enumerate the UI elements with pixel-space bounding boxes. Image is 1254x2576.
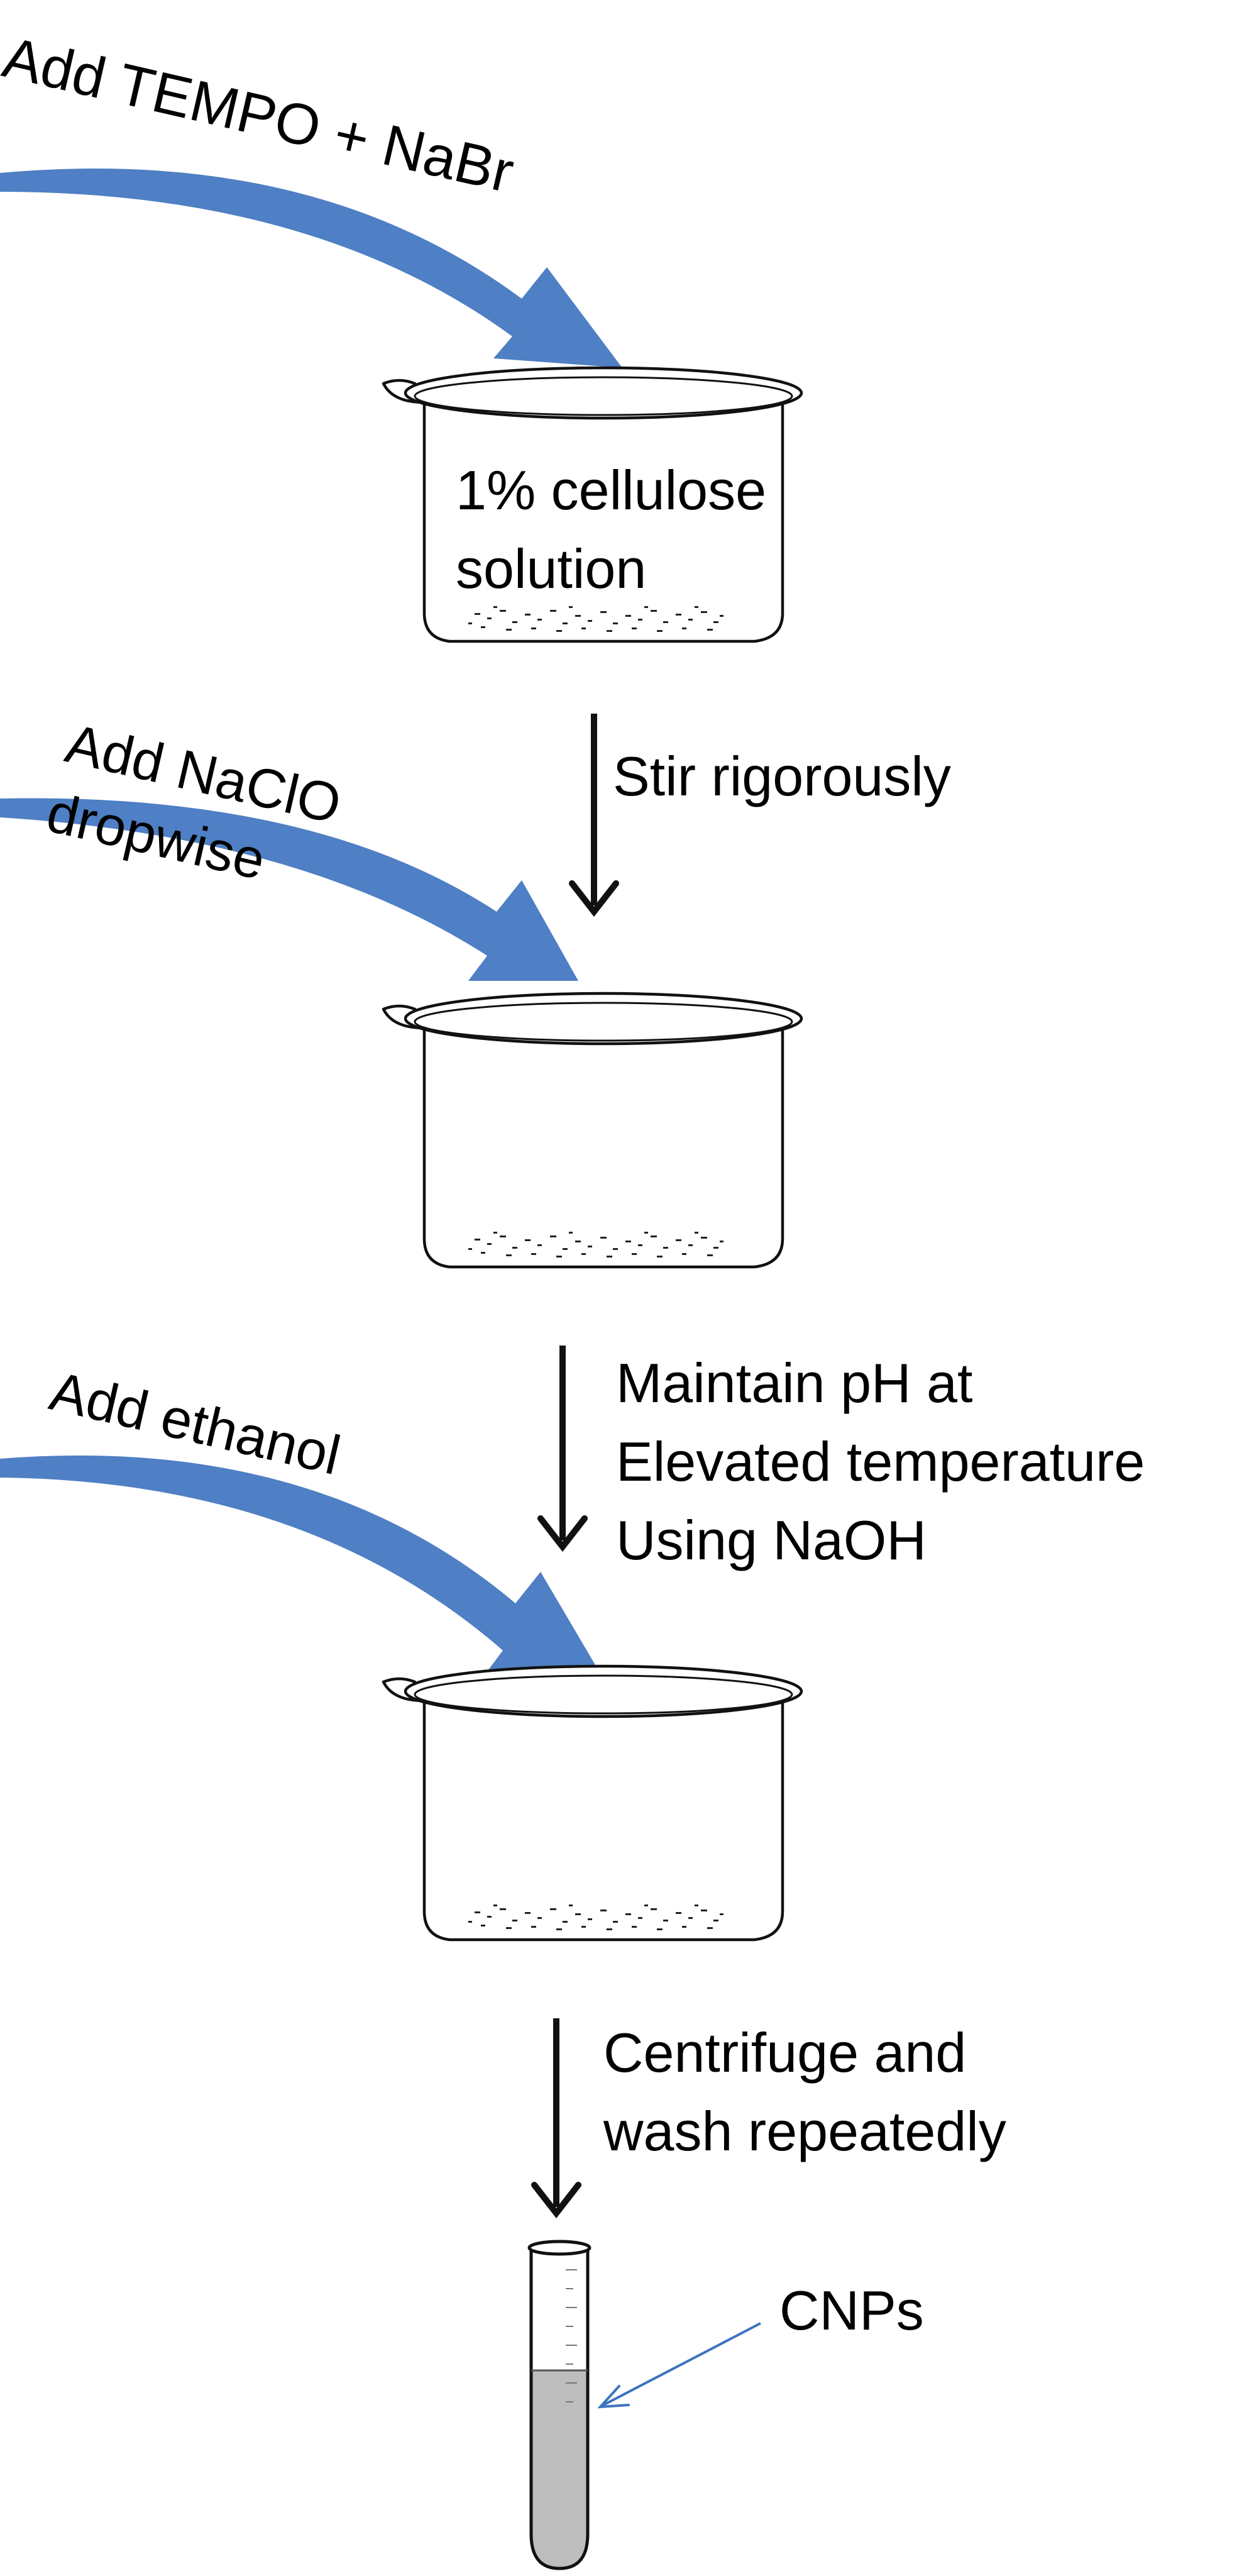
step3-action-line1: Maintain pH at	[616, 1352, 972, 1414]
pointer-arrow	[597, 2322, 761, 2409]
down-arrow-icon	[569, 714, 619, 917]
beaker1-contents-line2: solution	[456, 538, 646, 600]
step4-action-line2: wash repeatedly	[603, 2100, 1006, 2162]
step2-action: Stir rigorously	[613, 745, 951, 807]
curved-arrow-icon	[0, 1455, 603, 1679]
product-label: CNPs	[779, 2279, 924, 2341]
down-arrow-icon	[537, 1346, 588, 1552]
step3-action-line2: Elevated temperature	[616, 1430, 1145, 1493]
beaker1-contents-line1: 1% cellulose	[456, 459, 766, 521]
beaker-2-icon	[383, 993, 801, 1267]
step4-action-line1: Centrifuge and	[603, 2021, 966, 2084]
step3-action-line3: Using NaOH	[616, 1509, 927, 1571]
curved-arrow-icon	[0, 169, 622, 368]
down-arrow-icon	[531, 2018, 581, 2219]
test-tube-icon	[527, 2240, 591, 2570]
beaker-3-icon	[383, 1666, 801, 1940]
curved-arrow-icon	[0, 798, 578, 981]
